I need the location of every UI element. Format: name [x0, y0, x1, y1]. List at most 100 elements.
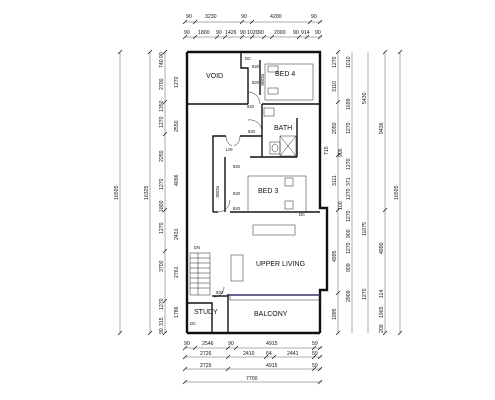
door-820-3: 820: [247, 104, 255, 109]
top-dim2-11: 90: [315, 30, 321, 36]
bottom-dim3-1: 2726: [200, 363, 212, 369]
left-dim-14: 2761: [174, 266, 180, 278]
left-dim-0: 90: [159, 52, 165, 58]
right-dim-10: 371: [346, 177, 352, 186]
right-dim-0: 1270: [332, 56, 338, 68]
right-dim-2: 3110: [332, 81, 338, 92]
right-dim-23: 209: [379, 324, 385, 333]
door-820-2: 820: [252, 80, 260, 85]
left-dimensions: 16505 16325 90 740 1270 2700 1350 1270 2…: [114, 49, 180, 336]
left-outer-dim: 16505: [114, 185, 120, 200]
right-dim-1: 1010: [346, 56, 352, 68]
right-dim-8: 3111: [332, 175, 338, 186]
bottom-dim3-2: 4915: [266, 363, 278, 369]
left-dim-3: 2700: [159, 78, 165, 90]
bottom-dim2-4: 2441: [287, 351, 299, 357]
left-dim-4: 1350: [159, 100, 165, 112]
top-dim2-6: 1020: [247, 30, 259, 36]
right-dim-22: 114: [379, 290, 385, 298]
left-dim-15: 1786: [174, 306, 180, 318]
beds: [247, 63, 314, 213]
top-dim2-9: 90: [293, 30, 299, 36]
bottom-dim1-5: 59: [312, 341, 318, 347]
right-outer-dim-2: 4990: [379, 242, 385, 254]
room-label-study: STUDY: [194, 309, 218, 316]
right-dim-21: 1965: [379, 306, 385, 318]
left-dim-2: 1270: [174, 76, 180, 88]
top-dim2-2: 1800: [198, 30, 210, 36]
right-dim-16: 1270: [346, 242, 352, 254]
right-dim-17: 909: [346, 263, 352, 272]
right-dim-4: 2050: [332, 122, 338, 134]
interior-walls: [187, 52, 320, 333]
top-dim2-7: 90: [258, 30, 264, 36]
left-dim-17: 315: [159, 317, 165, 326]
right-outer-dim-1: 9436: [379, 122, 385, 134]
right-dim-15: 4995: [332, 250, 338, 262]
left-dim-16: 1270: [159, 298, 165, 310]
door-820-6: 820: [233, 191, 241, 196]
top-dim2-8: 2000: [274, 30, 286, 36]
bottom-dim3-3: 59: [312, 363, 318, 369]
linen-label: LIN: [226, 147, 233, 152]
left-dim-12: 1270: [159, 222, 165, 234]
bottom-total-dim: 7700: [246, 376, 258, 382]
bottom-dim1-2: 2546: [202, 341, 214, 347]
left-dim-11: 2431: [174, 228, 180, 240]
top-dim2-5: 90: [240, 30, 246, 36]
right-dim-11: 1270: [346, 188, 352, 200]
right-dim-5: 1270: [346, 122, 352, 134]
left-dim-5: 1270: [159, 116, 165, 128]
bottom-dim2-5: 59: [312, 351, 318, 357]
right-dim-13: 1270: [346, 210, 352, 222]
top-dim2-10: 914: [301, 30, 310, 36]
top-dim-5: 90: [311, 14, 317, 20]
left-dim-7: 2250: [159, 150, 165, 162]
living-furniture: [229, 224, 321, 301]
top-dim2-4: 1426: [225, 30, 237, 36]
robe-label-bed3: ROBE: [215, 186, 220, 198]
room-label-upper-living: UPPER LIVING: [256, 261, 305, 268]
left-mid-dim: 16325: [144, 185, 150, 200]
outer-walls: [185, 50, 329, 335]
door-820-1: 820: [252, 64, 260, 69]
room-label-void: VOID: [206, 73, 223, 80]
room-label-bed3: BED 3: [258, 188, 278, 195]
bottom-dim1-4: 4915: [266, 341, 278, 347]
top-dim2-3: 90: [216, 30, 222, 36]
door-820-4: 820: [248, 129, 256, 134]
right-dim-6: 905: [338, 148, 344, 157]
top-dim-3: 90: [241, 14, 247, 20]
left-dim-18: 90: [159, 328, 165, 334]
stairs: [189, 252, 211, 296]
bottom-dim1-3: 90: [228, 341, 234, 347]
door-820-5: 820: [233, 164, 241, 169]
right-dim-12: 100: [338, 201, 344, 210]
door-820-7: 820: [233, 206, 241, 211]
right-dim-3: 1699: [346, 98, 352, 110]
left-dim-6: 2550: [174, 120, 180, 132]
right-dim-18: 2909: [346, 290, 352, 302]
right-dimensions: 1270 1010 3110 1699 2050 1270 905 715 31…: [324, 49, 403, 336]
right-dim-19: 1995: [332, 308, 338, 320]
right-dim-14: 900: [346, 229, 352, 238]
left-dim-8: 4096: [174, 174, 180, 186]
dc-label-1: DC: [245, 56, 251, 61]
top-dim-2: 3230: [205, 14, 217, 20]
robe-label-bed4: ROBE: [260, 74, 265, 86]
bottom-dim1-1: 90: [184, 341, 190, 347]
bottom-dim2-1: 2726: [200, 351, 212, 357]
room-label-bed4: BED 4: [275, 71, 295, 78]
left-dim-10: 1800: [159, 200, 165, 212]
room-label-bath: BATH: [274, 125, 292, 132]
right-mid-dim-2: 11075: [362, 222, 368, 236]
left-dim-9: 1270: [159, 178, 165, 190]
left-dim-13: 3700: [159, 260, 165, 272]
dc-label-3: DC: [190, 321, 196, 326]
dc-label-2: DC: [299, 212, 305, 217]
stair-down-label: DN: [194, 245, 200, 250]
right-dim-20: 1270: [362, 288, 368, 300]
bottom-dimensions: 90 2546 90 4915 59 2726 2410 64 2441 59 …: [182, 341, 323, 385]
right-total-dim: 16505: [394, 185, 400, 200]
